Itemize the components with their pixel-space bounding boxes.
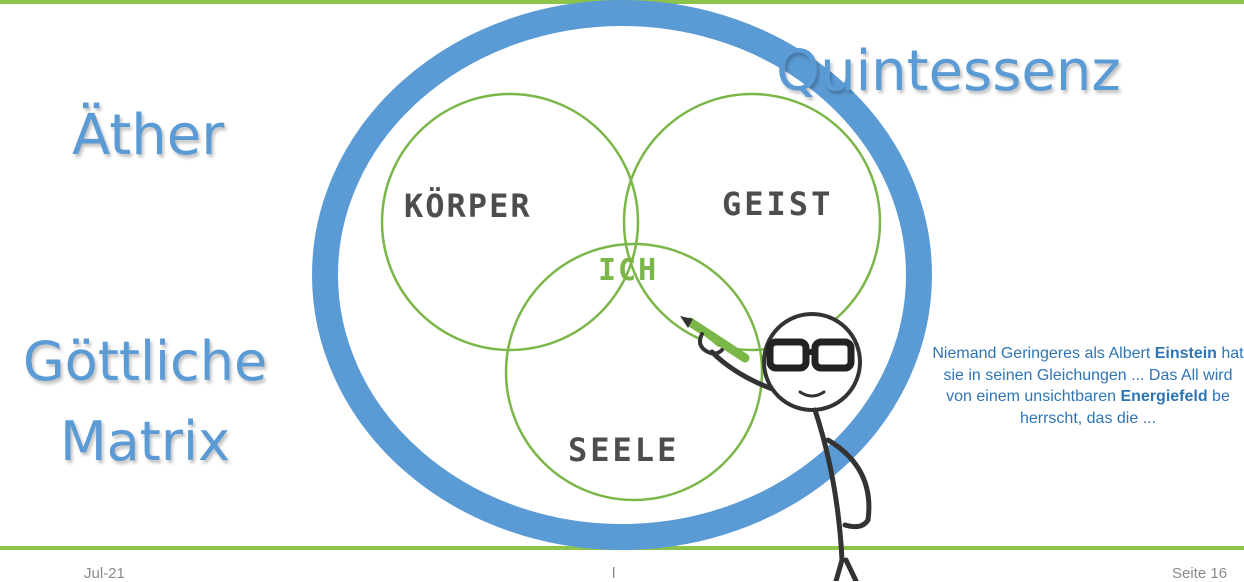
venn-label-soul: SEELE <box>568 431 679 469</box>
note-bold-einstein: Einstein <box>1154 345 1217 362</box>
venn-label-body: KÖRPER <box>404 187 532 225</box>
footer-center: l <box>612 565 616 582</box>
label-aether: Äther <box>72 103 225 168</box>
label-matrix-line2: Matrix <box>59 409 230 473</box>
venn-label-mind: GEIST <box>722 185 833 223</box>
label-matrix-line1: Göttliche <box>22 330 268 393</box>
outer-ring <box>312 0 932 550</box>
stick-figure-icon <box>680 312 872 581</box>
venn-label-center: ICH <box>598 253 658 288</box>
label-quintessenz: Quintessenz <box>776 39 1121 104</box>
venn-circle-mind <box>622 92 882 352</box>
einstein-note: Niemand Geringeres als Albert Einstein h… <box>930 343 1244 429</box>
venn-circle-soul <box>504 242 764 502</box>
note-text-3: be herrscht, das die ... <box>1019 388 1230 427</box>
footer-page-number: Seite 16 <box>1172 565 1228 582</box>
note-text-1: Niemand Geringeres als Albert <box>932 345 1155 362</box>
note-bold-energiefeld: Energiefeld <box>1120 388 1208 406</box>
footer-date: Jul-21 <box>84 565 125 582</box>
label-goettliche-matrix: Göttliche Matrix <box>0 322 290 482</box>
venn-circle-body <box>380 92 640 352</box>
note-text-2: hat sie in seinen Gleichungen ... Das Al… <box>943 345 1244 406</box>
